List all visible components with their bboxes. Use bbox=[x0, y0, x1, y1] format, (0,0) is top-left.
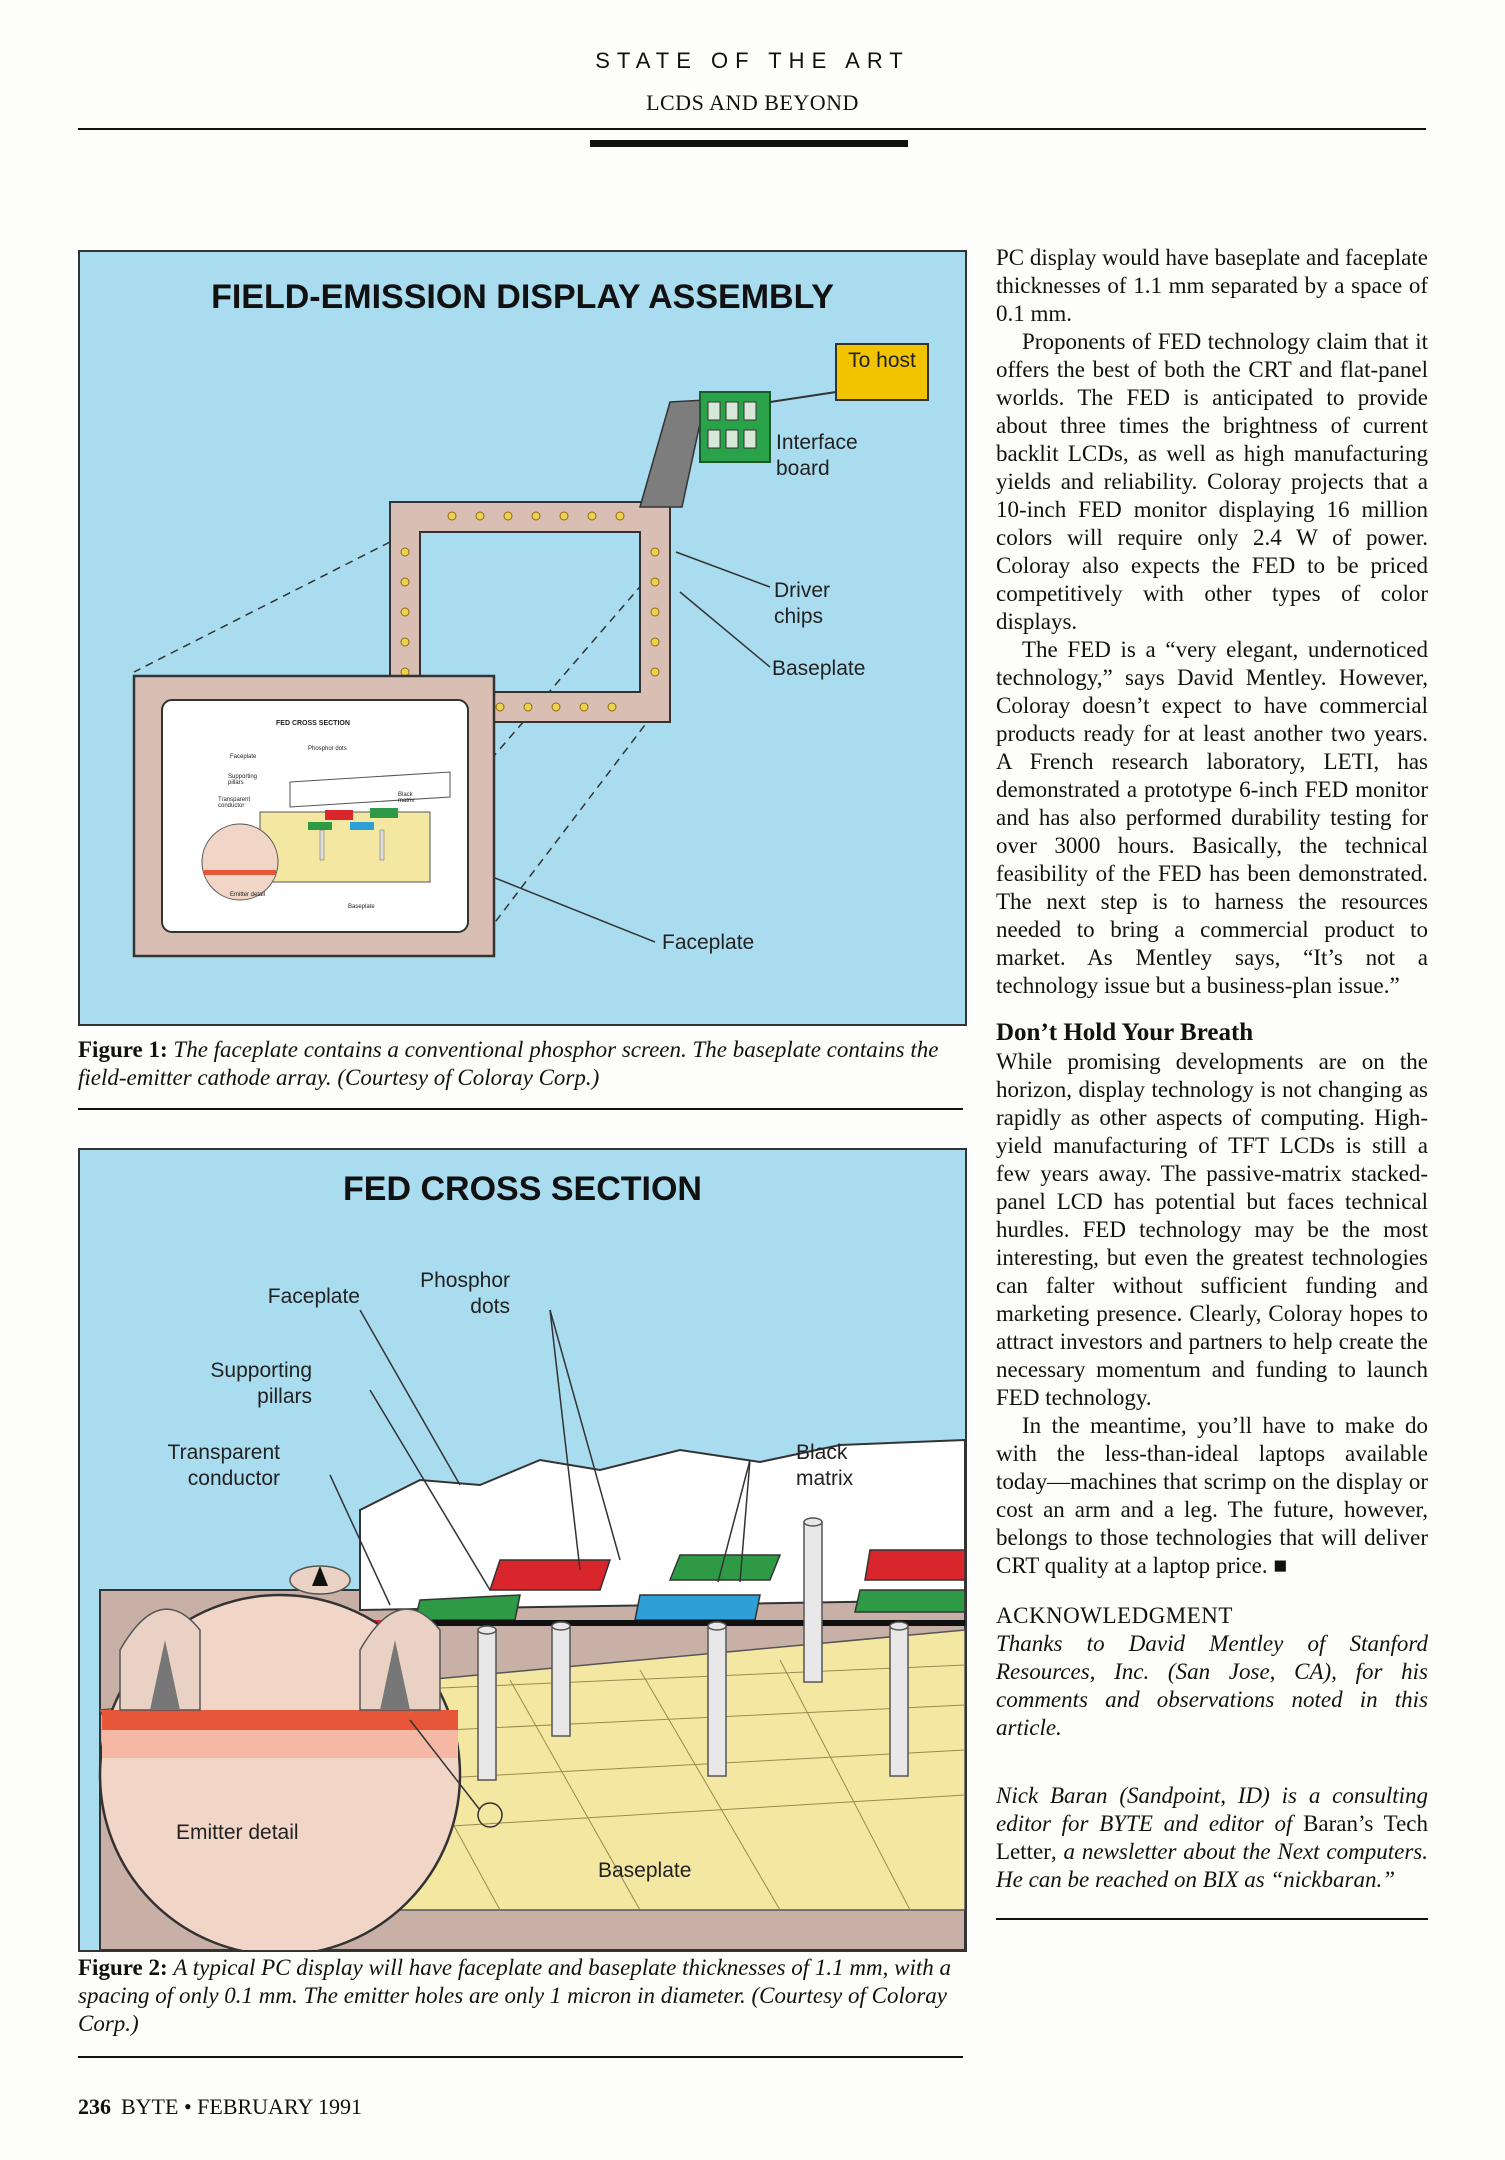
article-body: PC display would have baseplate and face… bbox=[996, 244, 1428, 1894]
figure-2-caption-text: A typical PC display will have faceplate… bbox=[78, 1955, 952, 2036]
figure-2-caption-label: Figure 2: bbox=[78, 1955, 168, 1980]
bio-rule bbox=[996, 1918, 1428, 1920]
paragraph-2: Proponents of FED technology claim that … bbox=[996, 329, 1428, 634]
figure-1-caption-label: Figure 1: bbox=[78, 1037, 168, 1062]
paragraph-3: The FED is a “very elegant, undernoticed… bbox=[996, 637, 1428, 998]
figure-2-caption: Figure 2: A typical PC display will have… bbox=[78, 1954, 958, 2038]
inset-label-phosphor: Phosphor dots bbox=[308, 746, 347, 752]
acknowledgment-heading: ACKNOWLEDGMENT bbox=[996, 1603, 1233, 1628]
label-to-host: To host bbox=[848, 349, 916, 372]
article-title: LCDS AND BEYOND bbox=[646, 90, 859, 115]
author-bio: Nick Baran (Sandpoint, ID) is a consulti… bbox=[996, 1782, 1428, 1894]
label-baseplate: Baseplate bbox=[772, 657, 866, 680]
paragraph-4: While promising developments are on the … bbox=[996, 1049, 1428, 1410]
inset-label-conductor: Transparent conductor bbox=[218, 797, 251, 809]
label-faceplate: Faceplate bbox=[662, 931, 755, 954]
inset-label-baseplate: Baseplate bbox=[348, 904, 375, 910]
acknowledgment-text: Thanks to David Mentley of Stanford Reso… bbox=[996, 1631, 1428, 1740]
inset-label-emitter: Emitter detail bbox=[230, 892, 266, 898]
publication-line: BYTE • FEBRUARY 1991 bbox=[121, 2094, 362, 2119]
header-rule bbox=[78, 128, 1426, 130]
inset-label-faceplate: Faceplate bbox=[230, 754, 257, 760]
label-driver-chips: Driver chips bbox=[774, 579, 830, 628]
header-bar bbox=[590, 140, 908, 147]
author-bio-newsletter: Baran’s Tech Letter bbox=[996, 1811, 1428, 1864]
label-phosphor-dots: Phosphor dots bbox=[420, 1269, 510, 1318]
label-faceplate-2: Faceplate bbox=[267, 1285, 360, 1308]
section-label: STATE OF THE ART bbox=[595, 48, 910, 73]
inset-label-black-matrix: Black matrix bbox=[398, 792, 415, 804]
author-bio-part-1: Nick Baran (Sandpoint, ID) is a consulti… bbox=[996, 1783, 1428, 1836]
label-supporting-pillars: Supporting pillars bbox=[210, 1359, 312, 1408]
page-number: 236 bbox=[78, 2094, 111, 2119]
figure-1-rule bbox=[78, 1108, 963, 1110]
label-emitter-detail: Emitter detail bbox=[176, 1821, 299, 1844]
figure-1: FIELD-EMISSION DISPLAY ASSEMBLY To host … bbox=[78, 250, 967, 1026]
figure-1-caption: Figure 1: The faceplate contains a conve… bbox=[78, 1036, 958, 1092]
page-footer: 236 BYTE • FEBRUARY 1991 bbox=[78, 2094, 362, 2120]
figure-2-illustration bbox=[98, 1309, 965, 1950]
figure-2-title: FED CROSS SECTION bbox=[343, 1170, 702, 1208]
section-heading: Don’t Hold Your Breath bbox=[996, 1019, 1254, 1046]
author-bio-part-2: , a newsletter about the Next computers.… bbox=[996, 1839, 1428, 1892]
figure-2-rule bbox=[78, 2056, 963, 2058]
label-black-matrix: Black matrix bbox=[796, 1441, 854, 1490]
paragraph-5: In the meantime, you’ll have to make do … bbox=[996, 1413, 1428, 1578]
inset-label-pillars: Supporting pillars bbox=[228, 774, 258, 786]
figure-1-caption-text: The faceplate contains a conventional ph… bbox=[78, 1037, 939, 1090]
label-baseplate-2: Baseplate bbox=[598, 1859, 692, 1882]
figure-1-title: FIELD-EMISSION DISPLAY ASSEMBLY bbox=[211, 278, 834, 316]
paragraph-1: PC display would have baseplate and face… bbox=[996, 245, 1428, 326]
figure-1-illustration bbox=[132, 343, 929, 958]
figure-2: FED CROSS SECTION Faceplate Phosphor dot… bbox=[78, 1148, 967, 1952]
label-transparent-conductor: Transparent conductor bbox=[167, 1441, 280, 1490]
inset-title: FED CROSS SECTION bbox=[276, 720, 350, 727]
label-interface-board: Interface board bbox=[776, 431, 858, 480]
